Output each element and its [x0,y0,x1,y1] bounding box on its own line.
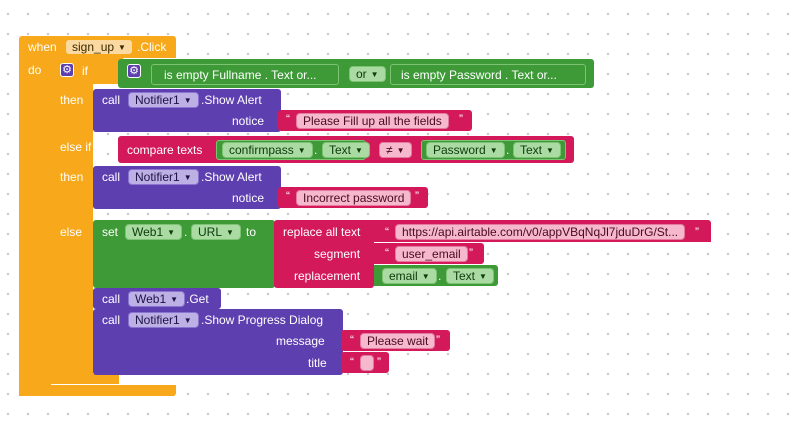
chevron-down-icon: ▼ [118,43,126,52]
open-quote-icon: “ [385,246,389,260]
then-label: then [60,93,84,107]
title-text-value[interactable] [360,355,374,371]
set-label: set [102,225,119,239]
when-label: when [28,40,57,54]
component-dropdown-notifier1[interactable]: Notifier1▼ [128,312,199,328]
then-label-2: then [60,170,84,184]
chevron-down-icon: ▼ [170,295,179,304]
text-property-dropdown-2[interactable]: Text▼ [513,142,561,158]
is-empty-password-block[interactable]: is empty Password . Text or... [390,64,586,85]
notice-label: notice [232,114,265,128]
call-label: call [102,292,121,306]
show-alert-block-2-body [93,184,281,209]
chevron-down-icon: ▼ [167,228,176,237]
call-label: call [102,170,121,184]
dot-separator: . [184,225,188,239]
close-quote-icon: ” [377,355,381,369]
chevron-down-icon: ▼ [355,146,363,155]
get-method-label: .Get [186,292,209,306]
show-alert-block-1-body [93,107,281,132]
title-label: title [308,356,327,370]
chevron-down-icon: ▼ [183,173,192,182]
segment-label: segment [314,247,361,261]
to-label: to [246,225,257,239]
open-quote-icon: “ [286,189,290,203]
text-property-dropdown-3[interactable]: Text▼ [446,268,494,284]
else-label: else [60,225,83,239]
chevron-down-icon: ▼ [370,70,379,79]
replacement-label: replacement [294,269,361,283]
replace-all-text-label: replace all text [283,225,361,239]
mutator-gear-icon[interactable]: ⚙ [60,63,74,77]
open-quote-icon: “ [286,112,290,126]
method-label: .Show Progress Dialog [201,313,324,327]
replace-all-text-body [274,240,374,288]
close-quote-icon: ” [695,225,699,239]
chevron-down-icon: ▼ [183,316,192,325]
else-if-label: else if [60,140,92,154]
is-empty-fullname-text: is empty Fullname . Text or... [164,68,317,82]
or-mutator-gear-icon[interactable]: ⚙ [127,64,141,78]
if-block-bottom [51,374,119,384]
dot-separator: . [314,143,318,157]
if-label: if [82,64,88,78]
chevron-down-icon: ▼ [489,146,498,155]
notice-text-value[interactable]: Please Fill up all the fields [296,113,449,129]
message-label: message [276,334,325,348]
confirmpass-dropdown[interactable]: confirmpass▼ [222,142,313,158]
text-property-dropdown-1[interactable]: Text▼ [322,142,370,158]
url-text-value[interactable]: https://api.airtable.com/v0/appVBqNqJl7j… [395,224,686,240]
chevron-down-icon: ▼ [226,228,234,237]
close-quote-icon: ” [415,189,419,203]
dot-separator: . [506,143,510,157]
show-progress-dialog-body [93,329,343,375]
password-dropdown[interactable]: Password▼ [426,142,505,158]
call-label: call [102,93,121,107]
close-quote-icon: ” [459,112,463,126]
chevron-down-icon: ▼ [297,146,306,155]
component-dropdown-notifier1[interactable]: Notifier1▼ [128,169,199,185]
compare-operator-dropdown[interactable]: ≠▼ [379,142,412,158]
notice-label: notice [232,191,265,205]
dot-separator: . [438,269,442,283]
chevron-down-icon: ▼ [421,272,430,281]
event-block-bottom [19,385,176,396]
component-dropdown-sign-up[interactable]: sign_up▼ [65,39,133,55]
event-name: .Click [137,40,167,54]
if-block-spine [51,84,93,384]
method-label: .Show Alert [201,93,262,107]
url-property-dropdown[interactable]: URL▼ [191,224,241,240]
do-label: do [28,63,42,77]
message-text-value[interactable]: Please wait [360,333,436,349]
set-web1-url-block[interactable] [93,220,275,288]
segment-text-value[interactable]: user_email [395,246,468,262]
open-quote-icon: “ [385,225,389,239]
open-quote-icon: “ [350,355,354,369]
email-dropdown[interactable]: email▼ [382,268,437,284]
compare-texts-label: compare texts [127,143,203,157]
is-empty-password-text: is empty Password . Text or... [401,68,557,82]
notice-text-value[interactable]: Incorrect password [296,190,412,206]
event-block-spine [19,56,51,396]
chevron-down-icon: ▼ [396,146,405,155]
web1-component-dropdown[interactable]: Web1▼ [128,291,186,307]
chevron-down-icon: ▼ [546,146,554,155]
web1-dropdown[interactable]: Web1▼ [125,224,183,240]
is-empty-fullname-block[interactable]: is empty Fullname . Text or... [151,64,339,85]
method-label: .Show Alert [201,170,262,184]
call-label: call [102,313,121,327]
open-quote-icon: “ [350,333,354,347]
chevron-down-icon: ▼ [479,272,487,281]
or-operator-dropdown[interactable]: or▼ [349,66,386,82]
chevron-down-icon: ▼ [183,96,192,105]
close-quote-icon: ” [436,333,440,347]
close-quote-icon: ” [469,246,473,260]
component-dropdown-notifier1[interactable]: Notifier1▼ [128,92,199,108]
